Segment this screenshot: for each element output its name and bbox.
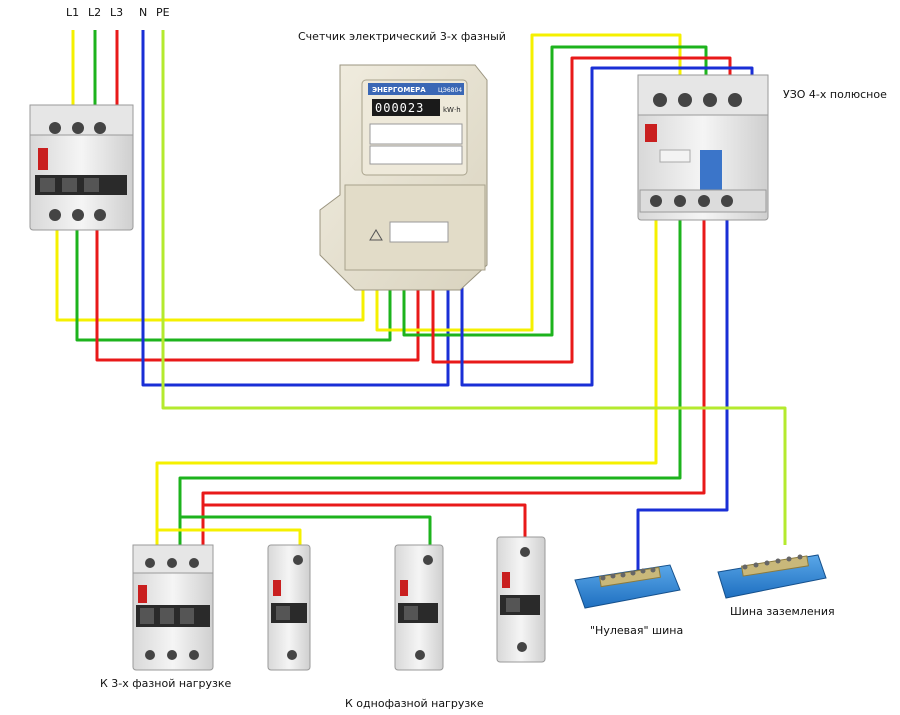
neutral-bus-bar — [574, 564, 681, 609]
meter-reading: 000023 — [375, 101, 424, 115]
meter-title: Счетчик электрический 3-х фазный — [298, 30, 506, 43]
wire-l3-branch — [203, 503, 527, 537]
label-n: N — [139, 6, 148, 19]
three-phase-load-label: К 3-х фазной нагрузке — [100, 677, 232, 690]
ground-bus-bar — [717, 554, 827, 599]
load-breaker-3-pole — [132, 544, 214, 671]
wire-l1-breaker-meter — [55, 225, 365, 322]
meter-model: ЦЭ6804 — [438, 87, 462, 94]
meter-brand: ЭНЕРГОМЕРА — [372, 86, 426, 94]
rcd-4-pole — [637, 74, 769, 221]
label-l2: L2 — [88, 6, 102, 19]
rcd-title: УЗО 4-х полюсное — [783, 88, 887, 101]
single-phase-load-label: К однофазной нагрузке — [345, 697, 484, 710]
single-pole-breaker-1 — [267, 544, 311, 671]
wire-l2-rcd-load — [178, 212, 682, 545]
wire-l2-meter-rcd — [402, 45, 708, 337]
label-l1: L1 — [66, 6, 80, 19]
wire-l1-branch — [157, 528, 302, 545]
wire-l1-rcd-load — [155, 212, 658, 545]
wire-l3-breaker-meter — [95, 225, 420, 362]
wire-pe-ground — [161, 30, 787, 545]
wire-l3-meter-rcd — [431, 56, 732, 364]
electric-meter: ЭНЕРГОМЕРА ЦЭ6804 000023 kW·h — [319, 64, 488, 291]
label-pe: PE — [156, 6, 170, 19]
input-breaker-3-pole — [29, 104, 134, 231]
wire-n-meter-rcd — [460, 66, 754, 387]
single-pole-breaker-3 — [496, 536, 546, 663]
meter-unit: kW·h — [443, 106, 461, 114]
wire-n-rcd-bus — [636, 212, 729, 570]
neutral-bus-label: "Нулевая" шина — [590, 624, 684, 637]
wire-l1-meter-rcd — [375, 33, 682, 332]
ground-bus-label: Шина заземления — [730, 605, 835, 618]
single-pole-breaker-2 — [394, 544, 444, 671]
wire-l2-breaker-meter — [75, 225, 392, 342]
wire-l3-rcd-load — [201, 212, 706, 545]
wire-l2-branch — [180, 515, 432, 545]
label-l3: L3 — [110, 6, 124, 19]
wires — [55, 30, 787, 570]
